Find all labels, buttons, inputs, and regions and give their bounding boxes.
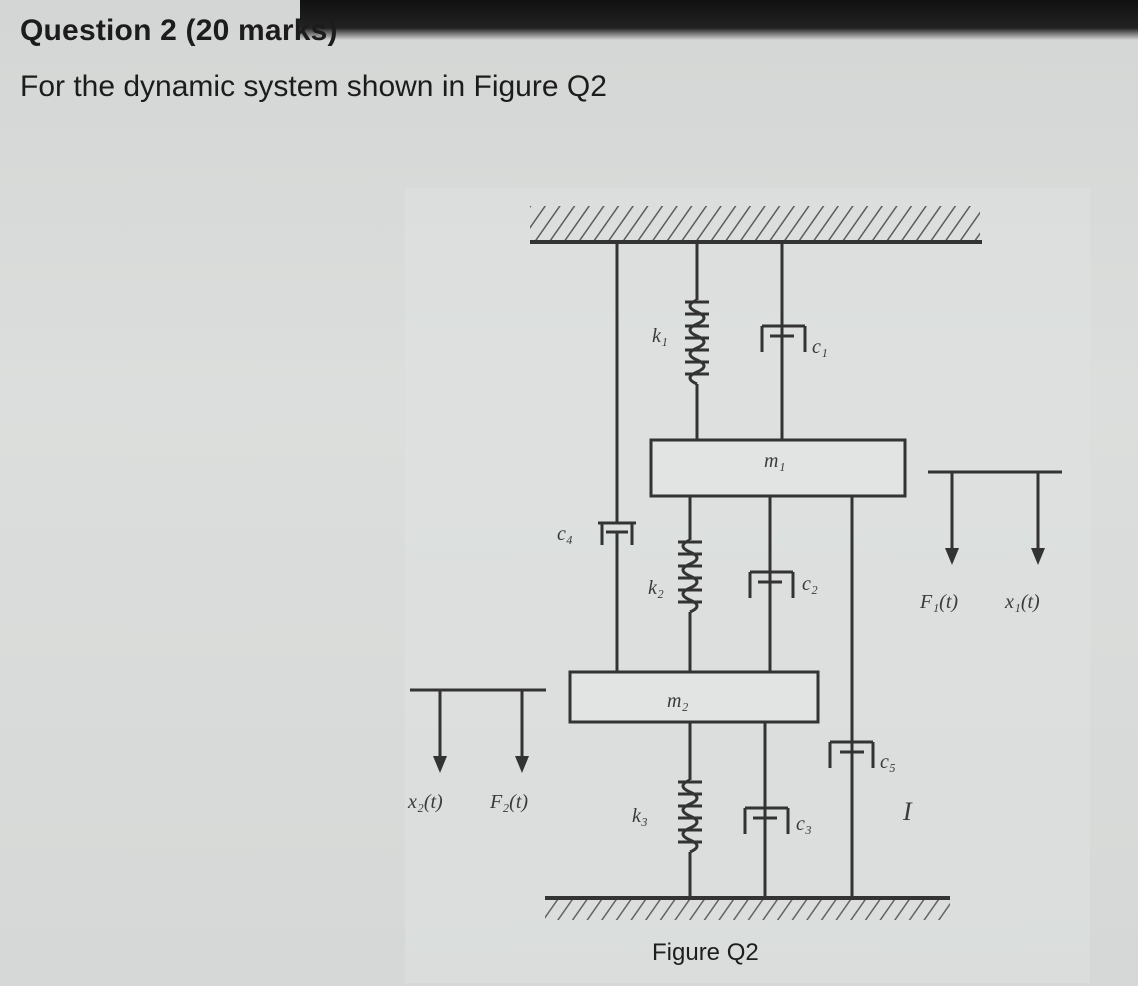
label-k3: k₃ <box>632 805 648 827</box>
label-marker-i: I <box>902 797 913 826</box>
label-m1: m₁ <box>764 450 785 472</box>
damper-c4 <box>598 242 636 672</box>
top-ground <box>530 206 982 244</box>
label-x1: x₁(t) <box>1004 591 1040 613</box>
damper-c5 <box>828 496 875 898</box>
figure-frame <box>405 188 1090 983</box>
damper-c1 <box>760 242 807 440</box>
question-text: For the dynamic system shown in Figure Q… <box>20 70 607 103</box>
label-c5: c₅ <box>880 751 896 773</box>
figure-caption: Figure Q2 <box>652 939 759 966</box>
damper-c3 <box>743 722 790 898</box>
label-c2: c₂ <box>802 573 818 595</box>
spring-k1 <box>685 242 709 440</box>
label-x2: x₂(t) <box>407 791 443 813</box>
load-arrows-m1 <box>928 470 1062 565</box>
label-c1: c₁ <box>812 336 828 358</box>
label-f2: F₂(t) <box>489 791 528 813</box>
mass-m1 <box>649 438 907 498</box>
label-c4: c₄ <box>557 523 573 545</box>
label-k2: k₂ <box>648 577 664 599</box>
spring-k3 <box>678 722 702 898</box>
load-arrows-m2 <box>410 688 546 773</box>
window-top-bar <box>300 0 1138 40</box>
label-f1: F₁(t) <box>919 591 958 613</box>
spring-k2 <box>678 496 702 672</box>
label-c3: c₃ <box>796 813 812 835</box>
label-m2: m₂ <box>667 690 688 712</box>
bottom-ground <box>545 896 950 920</box>
question-title: Question 2 (20 marks) <box>20 14 338 47</box>
label-k1: k₁ <box>652 325 668 347</box>
mass-m2 <box>568 670 820 724</box>
damper-c2 <box>748 496 795 672</box>
